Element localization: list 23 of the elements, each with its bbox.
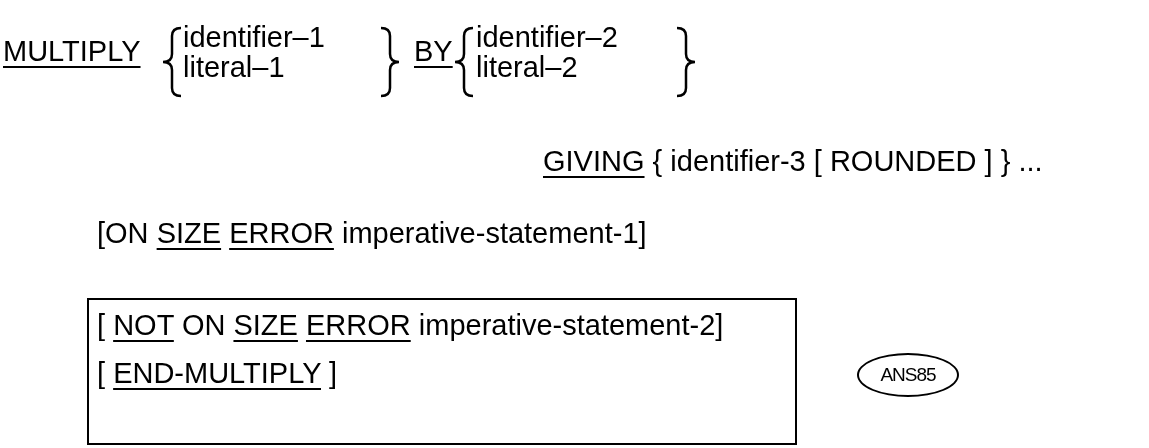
keyword: END-MULTIPLY	[113, 357, 321, 389]
keyword: GIVING	[543, 145, 645, 177]
keyword: SIZE	[233, 309, 298, 341]
syntax-text: [	[97, 357, 106, 389]
syntax-text: literal–1	[183, 51, 285, 83]
keyword: ERROR	[306, 309, 411, 341]
version-tag: ANS85	[857, 353, 959, 397]
syntax-text: literal–2	[476, 51, 578, 83]
keyword: MULTIPLY	[3, 35, 141, 67]
keyword: ERROR	[229, 217, 334, 249]
syntax-text: ]	[329, 357, 338, 389]
syntax-text: [	[97, 309, 106, 341]
syntax-text: imperative-statement-2]	[418, 309, 724, 341]
syntax-text: identifier–1	[183, 21, 325, 53]
syntax-text: { identifier-3 [ ROUNDED ] } ...	[652, 145, 1043, 177]
syntax-text: [ON	[97, 217, 149, 249]
syntax-box	[87, 298, 797, 445]
syntax-text: identifier–2	[476, 21, 618, 53]
keyword: SIZE	[156, 217, 222, 249]
syntax-text: imperative-statement-1]	[341, 217, 647, 249]
keyword: BY	[414, 35, 453, 67]
keyword: NOT	[113, 309, 174, 341]
syntax-text: ON	[181, 309, 226, 341]
